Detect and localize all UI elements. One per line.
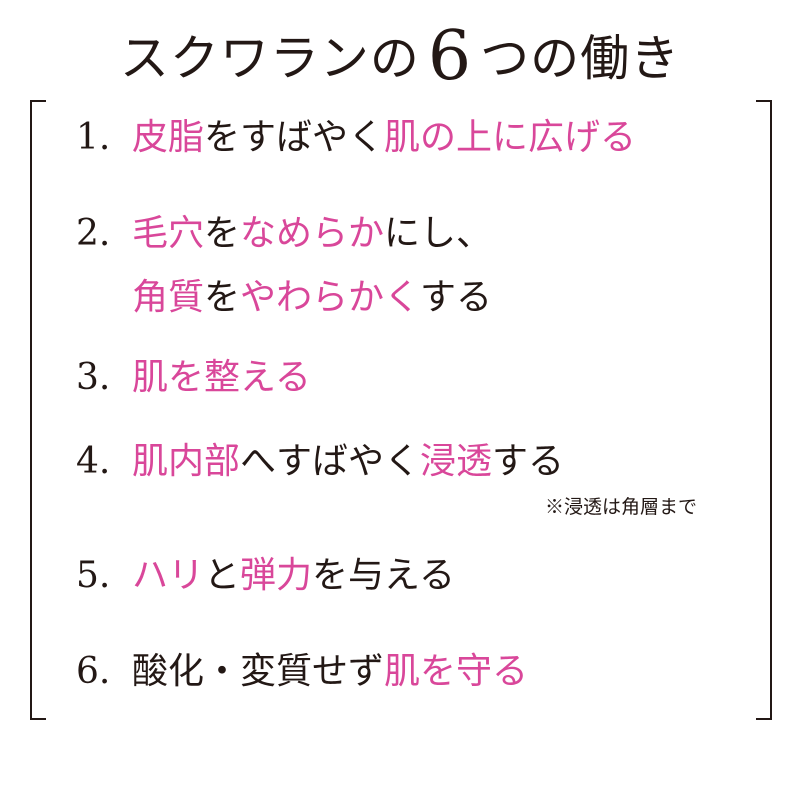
list-item-3: 3. 肌を整える (76, 352, 311, 404)
item-text-segment: 角質 (132, 277, 205, 318)
list-item-6: 6. 酸化・変質せず肌を守る (76, 646, 528, 698)
list-item-line: 4. 肌内部へすばやく浸透する (76, 436, 564, 488)
list-item-5: 5. ハリと弾力を与える (76, 550, 455, 602)
list-item-line: 角質をやわらかくする (76, 272, 492, 324)
item-number: 3. (76, 357, 111, 398)
item-text-segment: 肌を整える (132, 357, 311, 398)
list-item-2: 2.毛穴をなめらかにし、 角質をやわらかくする (76, 208, 492, 324)
item-text-segment: やわらかく (240, 277, 421, 318)
list-item-line: 3. 肌を整える (76, 352, 311, 404)
list-item-1: 1. 皮脂をすばやく肌の上に広げる (76, 112, 636, 164)
item-text-segment: ハリ (132, 555, 205, 596)
item-text-segment: と (204, 555, 241, 596)
item-text-segment: を (204, 277, 241, 318)
item-text-segment: 酸化・変質せず (132, 651, 385, 692)
item-text-segment: にし、 (384, 213, 493, 254)
item-text-segment: 皮脂 (132, 117, 205, 158)
left-bracket (30, 100, 46, 720)
item-number: 5. (76, 555, 111, 596)
list-item-line: 1. 皮脂をすばやく肌の上に広げる (76, 112, 636, 164)
item-number: 1. (76, 117, 111, 158)
item-text-segment: する (492, 441, 565, 482)
item-text-segment: を (204, 213, 241, 254)
item-text-segment: なめらか (240, 213, 385, 254)
list-item-line: 6. 酸化・変質せず肌を守る (76, 646, 528, 698)
list-item-4: 4. 肌内部へすばやく浸透する (76, 436, 564, 488)
item-text-segment: 肌内部 (132, 441, 241, 482)
item-text-segment: 浸透 (420, 441, 493, 482)
item-text-segment: 毛穴 (132, 213, 205, 254)
item-text-segment: 肌の上に広げる (384, 117, 637, 158)
item-text-segment: 肌を守る (384, 651, 529, 692)
item-text-segment: を与える (312, 555, 455, 596)
item-number: 4. (76, 441, 111, 482)
list-item-line: 5. ハリと弾力を与える (76, 550, 455, 602)
item-number: 2. (76, 213, 111, 254)
item-number: 6. (76, 651, 111, 692)
title-number: 6 (427, 17, 473, 96)
item-text-segment: へすばやく (240, 441, 421, 482)
item-text-segment: をすばやく (204, 117, 385, 158)
footnote: ※浸透は角層まで (545, 496, 698, 518)
title-text-before: スクワランの (119, 30, 420, 87)
item-text-segment: 弾力 (240, 555, 313, 596)
list-item-line: 2. 毛穴をなめらかにし、 (76, 208, 492, 260)
item-text-segment: する (420, 277, 493, 318)
title-text-after: つの働き (480, 30, 681, 87)
right-bracket (756, 100, 772, 720)
